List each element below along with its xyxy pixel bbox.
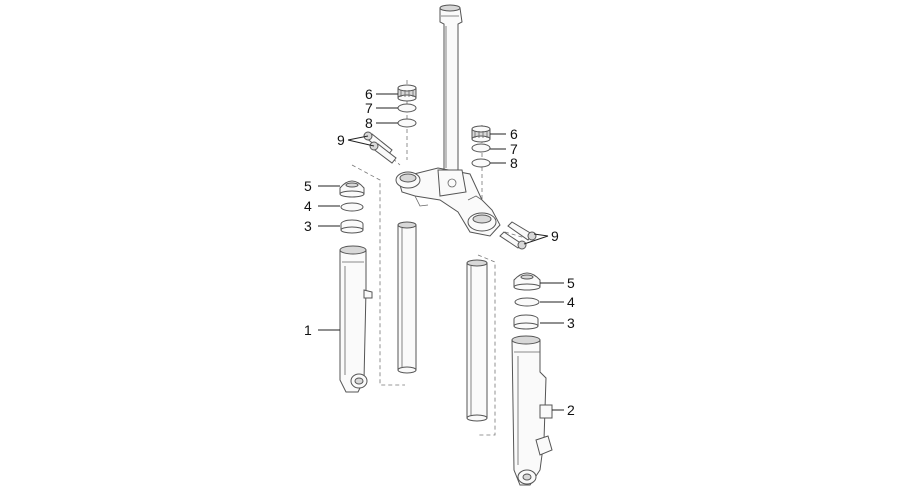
callout-5-right: 5	[567, 275, 575, 291]
left-o-ring	[397, 103, 417, 113]
leader-lines	[318, 93, 564, 411]
callout-9-right: 9	[551, 228, 559, 244]
right-o-ring	[471, 143, 491, 153]
fork-bridge	[395, 167, 501, 237]
right-dust-cap	[513, 272, 541, 291]
callout-7-left: 7	[365, 100, 373, 116]
left-seal-ring	[340, 202, 364, 212]
callout-5-left: 5	[304, 178, 312, 194]
callout-8-right: 8	[510, 155, 518, 171]
right-bushing	[513, 314, 539, 330]
left-inner-tube	[397, 221, 417, 374]
right-fork-slider	[511, 335, 553, 486]
callout-6-right: 6	[510, 126, 518, 142]
left-clamp-bolts	[363, 131, 397, 164]
right-clamp-bolts	[499, 221, 537, 250]
left-dust-cap	[339, 180, 365, 198]
left-fork-slider	[339, 245, 373, 393]
left-circlip	[397, 118, 417, 128]
right-inner-tube	[466, 259, 488, 422]
right-circlip	[471, 158, 491, 168]
right-top-plug	[471, 125, 491, 143]
callout-labels: 1 2 3 4 5 3 4 5 6 7 8 6 7 8 9 9	[304, 86, 575, 418]
callout-4-left: 4	[304, 198, 312, 214]
callout-9-left: 9	[337, 132, 345, 148]
left-top-plug	[397, 84, 417, 102]
callout-2: 2	[567, 402, 575, 418]
callout-3-right: 3	[567, 315, 575, 331]
callout-3-left: 3	[304, 218, 312, 234]
callout-8-left: 8	[365, 115, 373, 131]
left-bushing	[340, 219, 364, 234]
assembly-guide-lines	[351, 80, 526, 436]
callout-7-right: 7	[510, 141, 518, 157]
steering-stem	[439, 4, 463, 171]
right-seal-ring	[514, 297, 540, 307]
callout-4-right: 4	[567, 294, 575, 310]
callout-6-left: 6	[365, 86, 373, 102]
callout-1: 1	[304, 322, 312, 338]
